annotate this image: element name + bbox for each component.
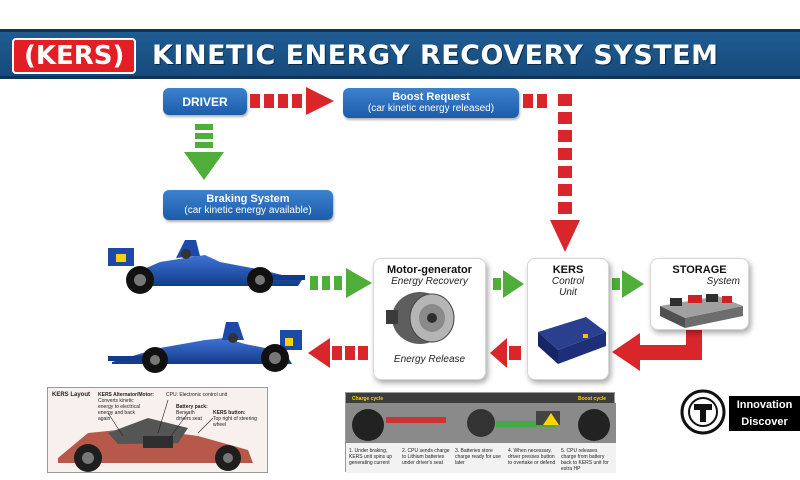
cycle-step-1: 1. Under braking, KERS unit spins up gen… <box>349 448 393 466</box>
kers-control-title: KERS <box>552 264 584 276</box>
boost-cycle-label: Boost cycle <box>578 396 607 402</box>
arrow-car-to-motor <box>310 268 372 298</box>
cycle-step-4: 4. When necessary, driver presses button… <box>508 448 556 466</box>
braking-system-box: Braking System (car kinetic energy avail… <box>163 190 333 220</box>
layout-cpu-label: CPU: Electronic control unit <box>166 392 228 398</box>
arrow-motor-to-car <box>308 338 368 368</box>
layout-battery-label: Battery pack: <box>176 404 208 410</box>
storage-sub: System <box>706 276 740 287</box>
driver-box: DRIVER <box>163 88 247 115</box>
layout-button-label: KERS button: <box>213 410 246 416</box>
layout-button-desc: Top right of steering wheel <box>213 416 257 428</box>
layout-title: KERS Layout <box>52 392 91 398</box>
brand-line-1: Innovation <box>729 396 800 414</box>
arrow-motor-to-kers <box>493 270 524 298</box>
cycle-step-5: 5. CPU releases charge from battery back… <box>561 448 609 472</box>
storage-title: STORAGE <box>672 264 727 276</box>
kers-layout-thumbnail: KERS Layout KERS Alternator/Motor: Conve… <box>47 387 268 473</box>
charge-cycle-drawing <box>346 403 616 473</box>
arrow-kers-to-storage <box>612 270 644 298</box>
kers-control-line3: Unit <box>559 287 577 298</box>
cycle-step-3: 3. Batteries store charge ready for use … <box>455 448 501 466</box>
arrow-driver-to-braking <box>184 124 224 180</box>
energy-recovery-label: Energy Recovery <box>391 276 468 287</box>
boost-request-title: Boost Request <box>392 91 470 103</box>
arrow-driver-to-boost <box>250 87 334 115</box>
cycle-step-2: 2. CPU sends charge to Lithium batteries… <box>402 448 450 466</box>
charge-cycle-thumbnail: Charge cycle Boost cycle 1. Under brakin… <box>345 392 616 473</box>
charge-cycle-label: Charge cycle <box>352 396 384 402</box>
storage-card: STORAGE System <box>650 258 749 330</box>
f1-car-bottom-icon <box>108 322 302 373</box>
boost-request-sub: (car kinetic energy released) <box>367 103 495 114</box>
kers-layout-drawing <box>58 399 253 472</box>
kers-badge: (KERS) <box>12 38 137 74</box>
page-title: KINETIC ENERGY RECOVERY SYSTEM <box>152 40 719 71</box>
layout-motor-label: KERS Alternator/Motor: <box>98 392 154 398</box>
layout-motor-desc: Converts kinetic energy to electrical en… <box>98 398 140 422</box>
driver-label: DRIVER <box>182 95 228 109</box>
arrow-kers-to-motor <box>490 338 521 368</box>
motor-generator-title: Motor-generator <box>387 264 472 276</box>
title-banner: (KERS) KINETIC ENERGY RECOVERY SYSTEM <box>0 29 800 79</box>
braking-system-sub: (car kinetic energy available) <box>184 205 312 216</box>
boost-request-box: Boost Request (car kinetic energy releas… <box>343 88 519 118</box>
braking-system-title: Braking System <box>206 193 290 205</box>
layout-battery-desc: Beneath drivers seat <box>176 410 202 422</box>
brand-line-2: Discover <box>729 413 800 431</box>
energy-release-label: Energy Release <box>393 354 466 365</box>
kers-control-card: KERS Control Unit <box>527 258 609 380</box>
motor-generator-card: Motor-generator Energy Recovery Energy R… <box>373 258 486 380</box>
arrow-boost-to-kers <box>523 94 580 252</box>
arrow-storage-to-kers <box>612 330 702 371</box>
f1-car-top-icon <box>108 240 305 294</box>
kers-control-line2: Control <box>551 276 585 287</box>
